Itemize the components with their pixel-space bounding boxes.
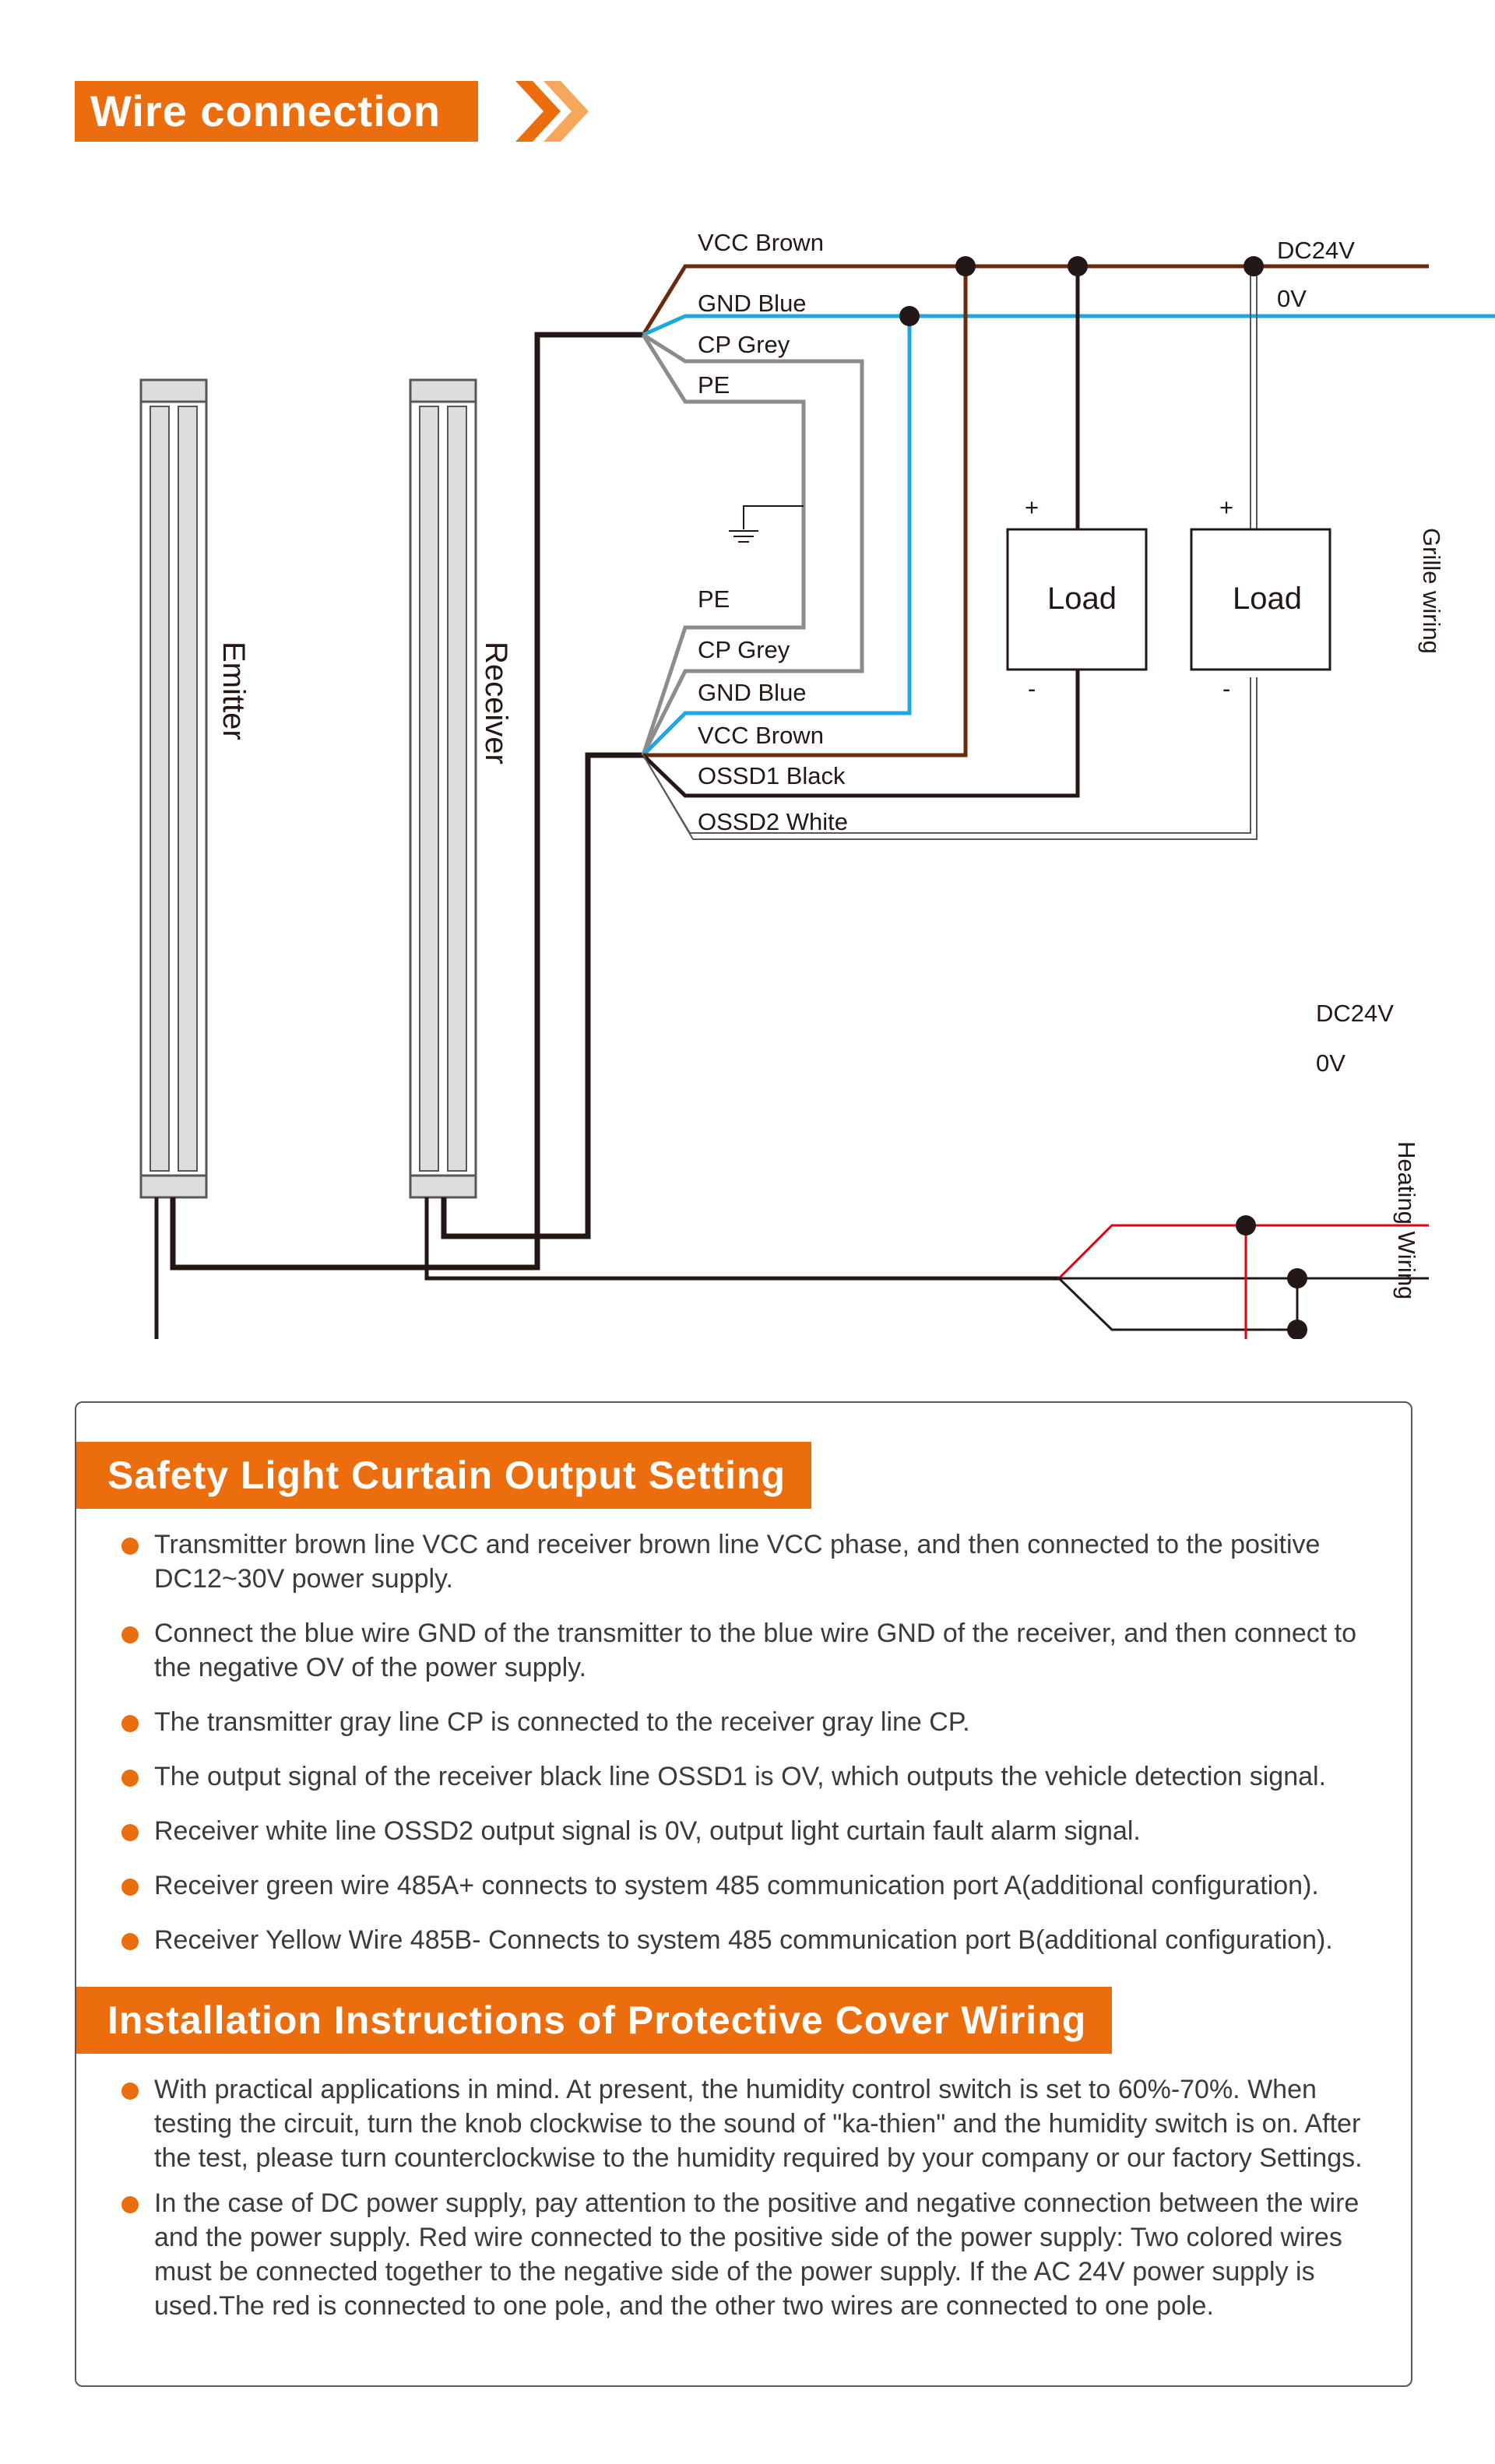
bullet-icon xyxy=(121,1538,139,1555)
list-item: Receiver green wire 485A+ connects to sy… xyxy=(121,1868,1398,1903)
ossd1-black-wire xyxy=(642,677,1080,798)
bullet-icon xyxy=(121,1626,139,1643)
list-item: Receiver Yellow Wire 485B- Connects to s… xyxy=(121,1923,1398,1957)
load1-plus: + xyxy=(1025,494,1039,521)
load1-box xyxy=(1006,528,1148,671)
cover-wiring-list: With practical applications in mind. At … xyxy=(121,2072,1398,2334)
list-item: The output signal of the receiver black … xyxy=(121,1759,1398,1794)
list-item: The transmitter gray line CP is connecte… xyxy=(121,1705,1398,1739)
grille-wiring-label: Grille wiring xyxy=(1418,528,1445,654)
receiver-bar xyxy=(409,378,477,1199)
instructions-panel: Safety Light Curtain Output Setting Tran… xyxy=(75,1401,1412,2387)
label-ossd1-black: OSSD1 Black xyxy=(698,762,846,789)
ossd2-white-wire-inner xyxy=(642,677,1251,834)
vcc-brown-wire xyxy=(641,264,1429,336)
output-setting-title: Safety Light Curtain Output Setting xyxy=(107,1453,786,1497)
list-item: Receiver white line OSSD2 output signal … xyxy=(121,1814,1398,1848)
ground-lead xyxy=(743,505,804,529)
list-item: With practical applications in mind. At … xyxy=(121,2072,1398,2175)
load2-label: Load xyxy=(1233,582,1302,616)
load2-positive-wire xyxy=(1250,266,1258,529)
label-0v-top: 0V xyxy=(1277,285,1307,312)
load1-minus: - xyxy=(1028,675,1036,702)
emitter-bar xyxy=(139,378,208,1199)
heating-red-wire-2 xyxy=(1244,1225,1247,1339)
list-item: In the case of DC power supply, pay atte… xyxy=(121,2186,1398,2323)
receiver-cable xyxy=(441,752,643,1239)
cp-grey-wire xyxy=(641,332,864,757)
cover-wiring-title: Installation Instructions of Protective … xyxy=(107,1998,1087,2042)
output-setting-header: Safety Light Curtain Output Setting xyxy=(76,1442,811,1509)
label-vcc-brown-bottom: VCC Brown xyxy=(698,722,824,749)
bullet-icon xyxy=(121,2196,139,2213)
ground-icon xyxy=(729,530,758,543)
header-banner xyxy=(75,81,478,142)
bullet-icon xyxy=(121,1824,139,1841)
emitter-label: Emitter xyxy=(216,641,251,740)
vcc-brown-wire-rx xyxy=(643,266,968,757)
label-gnd-blue-top: GND Blue xyxy=(698,290,807,317)
bullet-icon xyxy=(121,1715,139,1732)
gnd-blue-wire xyxy=(642,314,1495,337)
emitter-cable xyxy=(170,332,643,1271)
load2-plus: + xyxy=(1219,494,1233,521)
heating-cable-receiver xyxy=(424,1197,1059,1281)
bullet-icon xyxy=(121,1770,139,1787)
heating-wiring-label: Heating Wiring xyxy=(1393,1141,1420,1299)
label-ossd2-white: OSSD2 White xyxy=(698,808,848,835)
label-pe-bottom: PE xyxy=(698,585,730,613)
list-item: Connect the blue wire GND of the transmi… xyxy=(121,1616,1398,1685)
heating-red-wire-1 xyxy=(1057,1224,1429,1280)
label-gnd-blue-bottom: GND Blue xyxy=(698,679,807,706)
load2-minus: - xyxy=(1222,675,1230,702)
page-title: Wire connection xyxy=(90,86,441,135)
label-cp-grey-top: CP Grey xyxy=(698,331,790,358)
receiver-label: Receiver xyxy=(479,641,513,765)
bullet-icon xyxy=(121,2083,139,2100)
junction-dots xyxy=(899,256,1307,1339)
bullet-icon xyxy=(121,1933,139,1950)
label-vcc-brown-top: VCC Brown xyxy=(698,229,824,256)
chevron-right-icon xyxy=(515,81,589,142)
heating-cable-emitter xyxy=(154,1197,159,1339)
gnd-blue-wire-rx xyxy=(642,316,912,757)
label-0v-heating: 0V xyxy=(1316,1049,1346,1077)
output-setting-list: Transmitter brown line VCC and receiver … xyxy=(121,1527,1398,1977)
load2-box xyxy=(1190,528,1331,671)
load1-label: Load xyxy=(1047,582,1117,616)
pe-grey-wire xyxy=(641,333,806,756)
bullet-icon xyxy=(121,1879,139,1896)
label-cp-grey-bottom: CP Grey xyxy=(698,636,790,663)
label-pe-top: PE xyxy=(698,371,730,399)
label-dc24v-top: DC24V xyxy=(1277,237,1355,264)
cover-wiring-header: Installation Instructions of Protective … xyxy=(76,1987,1112,2054)
wiring-diagram: VCC Brown GND Blue CP Grey PE PE CP Grey… xyxy=(139,229,1495,1339)
list-item: Transmitter brown line VCC and receiver … xyxy=(121,1527,1398,1596)
label-dc24v-heating: DC24V xyxy=(1316,1000,1394,1027)
